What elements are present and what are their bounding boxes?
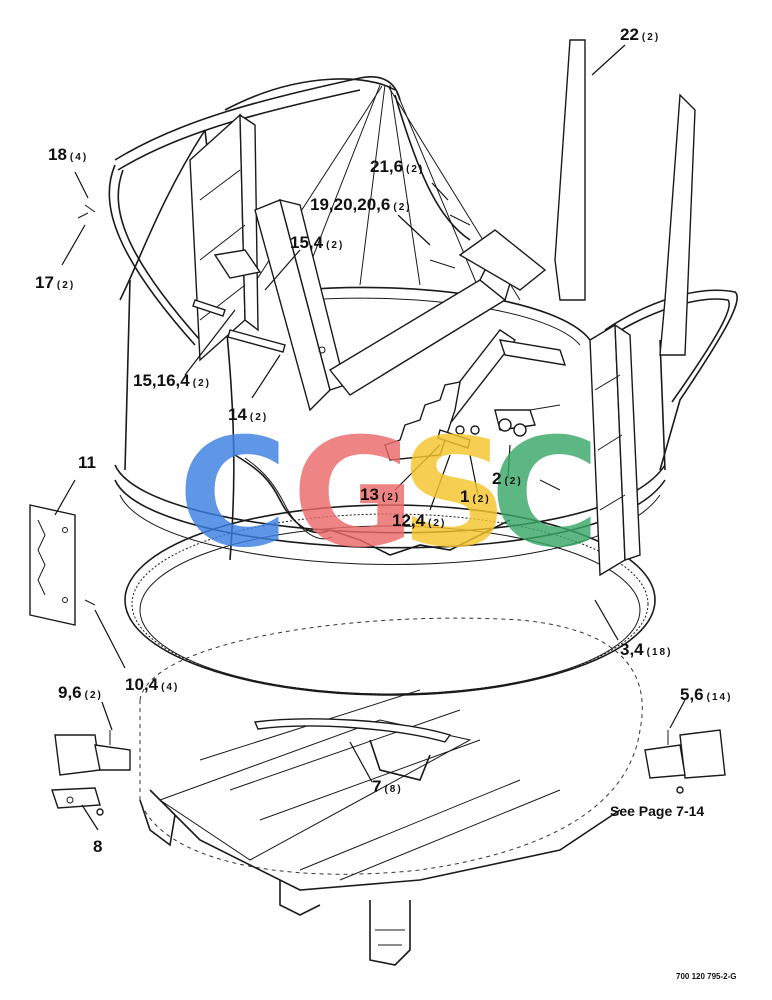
left-bearing-bracket: [51, 730, 131, 816]
callout-13: 13(2): [360, 485, 400, 504]
callout-10-4: 10,4(4): [125, 675, 179, 694]
callout-3-4: 3,4(18): [620, 640, 672, 659]
callout-8: 8: [93, 837, 102, 856]
callout-18: 18(4): [48, 145, 88, 164]
callout-2: 2(2): [492, 469, 523, 488]
callout-labels: 22(2) 18(4) 17(2) 21,6(2) 19,20,20,6(2) …: [35, 25, 737, 981]
turntable-disk: [139, 617, 643, 875]
base-frame: [139, 689, 621, 966]
upright-arm: [254, 199, 346, 412]
see-page-note: See Page 7-14: [610, 803, 704, 819]
cgsc-watermark: C G S C: [178, 407, 600, 581]
callout-11: 11: [78, 453, 96, 472]
callout-7: 7(8): [372, 777, 403, 796]
right-upright: [589, 323, 641, 577]
callout-22: 22(2): [620, 25, 660, 44]
small-hardware: [77, 204, 561, 491]
leader-lines: [54, 44, 686, 831]
callout-15-4: 15,4(2): [290, 233, 344, 252]
callout-15-16-4: 15,16,4(2): [133, 371, 211, 390]
callout-5-6: 5,6(14): [680, 685, 732, 704]
tall-knives: [554, 39, 696, 356]
watermark-letter-c2: C: [490, 407, 600, 581]
bracket-plate: [29, 504, 96, 626]
callout-9-6: 9,6(2): [58, 683, 103, 702]
drawing-number: 700 120 795-2-G: [676, 972, 737, 981]
callout-12-4: 12,4(2): [392, 511, 446, 530]
right-bearing-bracket: [644, 729, 726, 794]
wavy-knife: [234, 454, 511, 556]
cross-beam: [328, 229, 547, 396]
callout-17: 17(2): [35, 273, 75, 292]
handrail: [108, 76, 738, 471]
gear-segment: [253, 718, 452, 743]
callout-1: 1(2): [460, 487, 491, 506]
left-upright: [189, 113, 259, 362]
callout-19-20: 19,20,20,6(2): [310, 195, 412, 214]
watermark-letter-s: S: [400, 407, 508, 581]
ring-gear: [124, 504, 656, 696]
watermark-letter-g: G: [292, 407, 415, 581]
callout-21-6: 21,6(2): [370, 157, 424, 176]
stepped-blade: [384, 381, 461, 461]
watermark-letter-c1: C: [178, 407, 288, 581]
callout-14: 14(2): [228, 405, 268, 424]
